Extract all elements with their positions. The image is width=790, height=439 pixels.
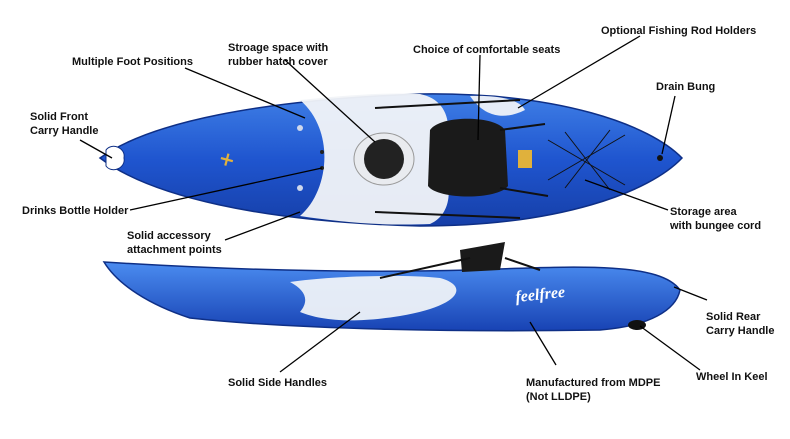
label-rear-handle-line2: Carry Handle: [706, 325, 775, 337]
front-handle: [105, 145, 125, 171]
leader-material: [529, 321, 557, 366]
side-logo: feelfree: [515, 284, 566, 306]
label-storage-hatch-line1: Stroage space with: [228, 42, 329, 54]
label-bungee-storage: Storage area with bungee cord: [670, 205, 761, 233]
label-seats: Choice of comfortable seats: [413, 44, 561, 56]
label-rear-handle: Solid Rear Carry Handle: [706, 310, 774, 338]
label-foot-positions: Multiple Foot Positions: [72, 56, 193, 68]
leader-rear-handle: [673, 286, 708, 301]
label-storage-hatch-line2: rubber hatch cover: [228, 56, 328, 68]
kayak-seat: [428, 118, 508, 197]
label-bottle-holder: Drinks Bottle Holder: [22, 205, 129, 217]
kayak-top-view: ✕: [98, 93, 684, 227]
kayak-side-view: feelfree: [102, 242, 681, 332]
label-front-handle: Solid Front Carry Handle: [30, 110, 98, 138]
label-front-handle-line1: Solid Front: [30, 111, 89, 123]
label-side-handles: Solid Side Handles: [228, 377, 328, 389]
label-rear-handle-line1: Solid Rear: [706, 311, 761, 323]
leader-seats: [477, 54, 481, 141]
label-drain-bung: Drain Bung: [656, 81, 716, 93]
leader-bungee-storage: [584, 179, 669, 211]
leader-storage-hatch: [284, 59, 376, 143]
leader-front-handle: [79, 139, 113, 159]
leader-side-handles: [279, 311, 361, 373]
leader-wheel: [639, 325, 701, 371]
side-white-swirl: [290, 275, 457, 321]
bungee-cord: [547, 129, 626, 191]
leader-rod-holders: [517, 35, 641, 109]
rod-holder-plate: [518, 150, 532, 168]
label-front-handle-line2: Carry Handle: [30, 125, 99, 137]
leader-drain-bung: [661, 95, 676, 155]
leader-lines: [79, 35, 708, 373]
label-storage-hatch: Stroage space with rubber hatch cover: [228, 41, 328, 69]
drain-bung: [657, 155, 663, 161]
label-material: Manufactured from MDPE (Not LLDPE): [526, 376, 660, 404]
leader-bottle-holder: [129, 167, 323, 211]
label-material-line2: (Not LLDPE): [526, 391, 591, 403]
leader-foot-positions: [184, 67, 306, 119]
label-material-line1: Manufactured from MDPE: [526, 377, 661, 389]
leader-accessory-points: [224, 211, 301, 241]
label-rod-holders: Optional Fishing Rod Holders: [601, 25, 757, 37]
label-wheel: Wheel In Keel: [696, 371, 768, 383]
label-accessory-points: Solid accessory attachment points: [127, 229, 222, 257]
hatch-cover: [364, 139, 404, 179]
label-accessory-points-line1: Solid accessory: [127, 230, 211, 242]
label-bungee-storage-line1: Storage area: [670, 206, 737, 218]
side-seat-back: [460, 242, 505, 272]
label-bungee-storage-line2: with bungee cord: [670, 220, 762, 232]
label-accessory-points-line2: attachment points: [127, 244, 222, 256]
